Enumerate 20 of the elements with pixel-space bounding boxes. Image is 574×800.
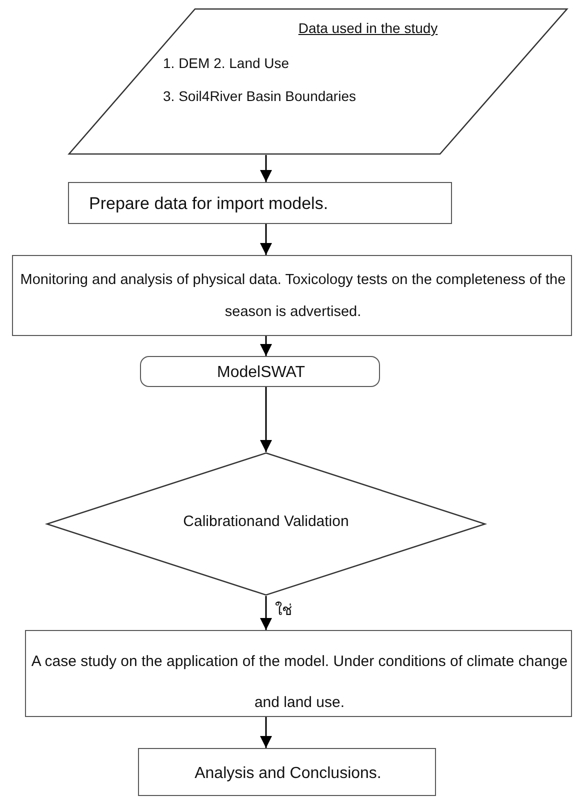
arrow (260, 155, 272, 182)
step-text: A case study on the application of the model. Under conditions of climate change and land use. (30, 652, 569, 713)
process-box (138, 748, 436, 796)
process-box (12, 255, 572, 336)
process-box (25, 630, 572, 717)
arrow (260, 387, 272, 452)
data-item: 1. DEM 2. Land Use (163, 55, 290, 72)
arrow (260, 717, 272, 748)
step-text: Monitoring and analysis of physical data. Toxicology tests on the completeness of the season is advertised. (19, 271, 567, 322)
step-text: Prepare data for import models. (89, 193, 330, 214)
step-text: Analysis and Conclusions. (194, 764, 382, 784)
step-text: ModelSWAT (216, 363, 306, 383)
arrow (260, 336, 272, 356)
arrow (260, 224, 272, 255)
decision-text: Calibrationand Validation (182, 513, 350, 532)
model-box (140, 356, 380, 387)
process-box (68, 182, 452, 224)
heading: Data used in the study (297, 20, 439, 38)
data-item: 3. Soil4River Basin Boundaries (163, 88, 357, 106)
arrow (260, 596, 272, 630)
